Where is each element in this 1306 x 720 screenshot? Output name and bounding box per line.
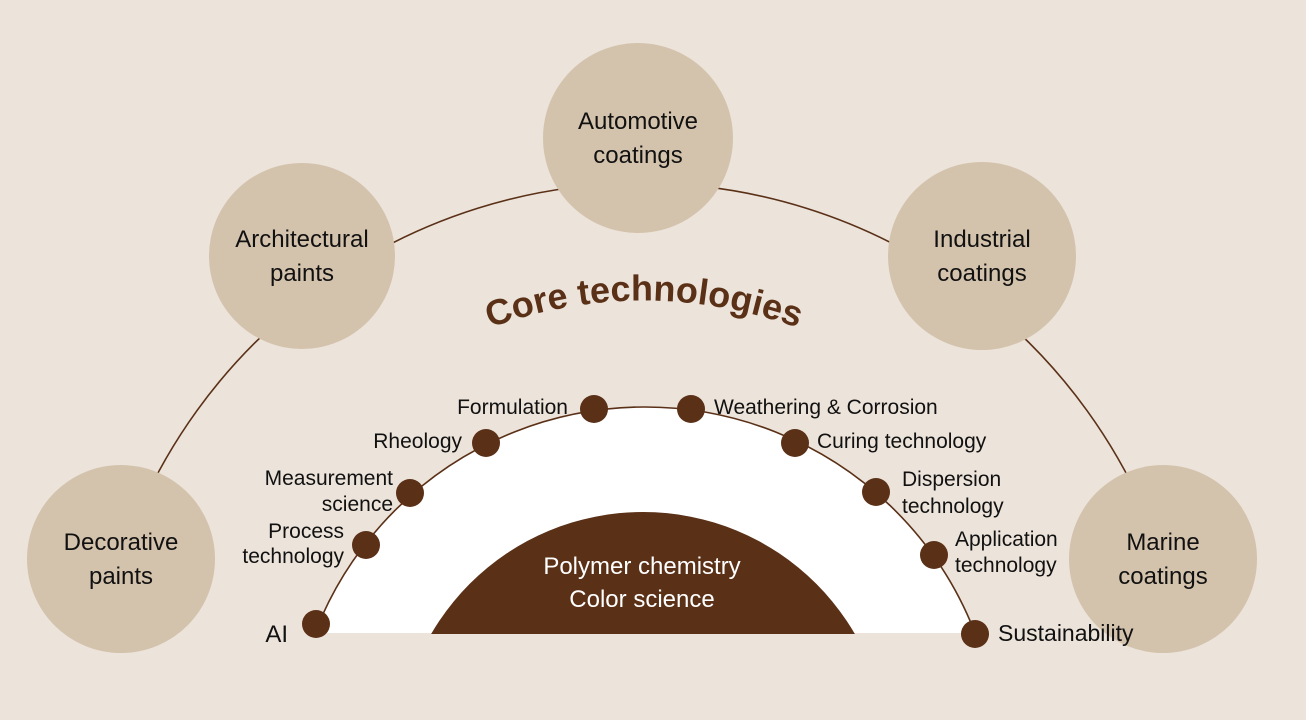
dot-sustainability	[961, 620, 989, 648]
tech-label-process-line2: technology	[242, 545, 344, 568]
segment-circle-architectural: Architectural paints	[209, 163, 395, 349]
core-technologies-title: Core technologies	[480, 267, 809, 335]
dot-process	[352, 531, 380, 559]
segment-label-automotive-line1: Automotive	[578, 108, 698, 135]
segment-label-decorative-line2: paints	[89, 563, 153, 590]
segment-label-marine-line1: Marine	[1126, 529, 1199, 556]
tech-label-curing: Curing technology	[817, 430, 987, 453]
tech-label-sustainability: Sustainability	[998, 620, 1134, 646]
dot-dispersion	[862, 478, 890, 506]
dot-ai	[302, 610, 330, 638]
dot-application	[920, 541, 948, 569]
segment-label-industrial-line2: coatings	[937, 260, 1026, 287]
core-label-color-science: Color science	[569, 586, 714, 613]
tech-label-process-line1: Process	[268, 520, 344, 543]
tech-label-ai: AI	[265, 621, 288, 648]
segment-label-marine-line2: coatings	[1118, 563, 1207, 590]
tech-label-dispersion-line1: Dispersion	[902, 468, 1001, 491]
tech-label-measurement-line1: Measurement	[265, 467, 394, 490]
segment-label-decorative-line1: Decorative	[64, 529, 179, 556]
dot-curing	[781, 429, 809, 457]
core-label-polymer-chemistry: Polymer chemistry	[543, 553, 740, 580]
segment-label-automotive-line2: coatings	[593, 142, 682, 169]
segment-circle-decorative: Decorative paints	[27, 465, 215, 653]
tech-label-application-line2: technology	[955, 554, 1057, 577]
dot-formulation	[580, 395, 608, 423]
tech-label-weathering: Weathering & Corrosion	[714, 396, 938, 419]
technology-dots	[302, 395, 989, 648]
tech-label-formulation: Formulation	[457, 396, 568, 419]
tech-label-measurement-line2: science	[322, 493, 393, 516]
segment-circle-marine: Marine coatings	[1069, 465, 1257, 653]
segment-label-industrial-line1: Industrial	[933, 226, 1030, 253]
tech-label-dispersion-line2: technology	[902, 495, 1004, 518]
dot-rheology	[472, 429, 500, 457]
tech-label-application-line1: Application	[955, 528, 1058, 551]
core-dome	[431, 512, 855, 634]
tech-label-rheology: Rheology	[373, 430, 462, 453]
dot-weathering	[677, 395, 705, 423]
segment-label-architectural-line1: Architectural	[235, 226, 368, 253]
segment-label-architectural-line2: paints	[270, 260, 334, 287]
segment-circle-automotive: Automotive coatings	[543, 43, 733, 233]
segment-circle-industrial: Industrial coatings	[888, 162, 1076, 350]
dot-measurement	[396, 479, 424, 507]
